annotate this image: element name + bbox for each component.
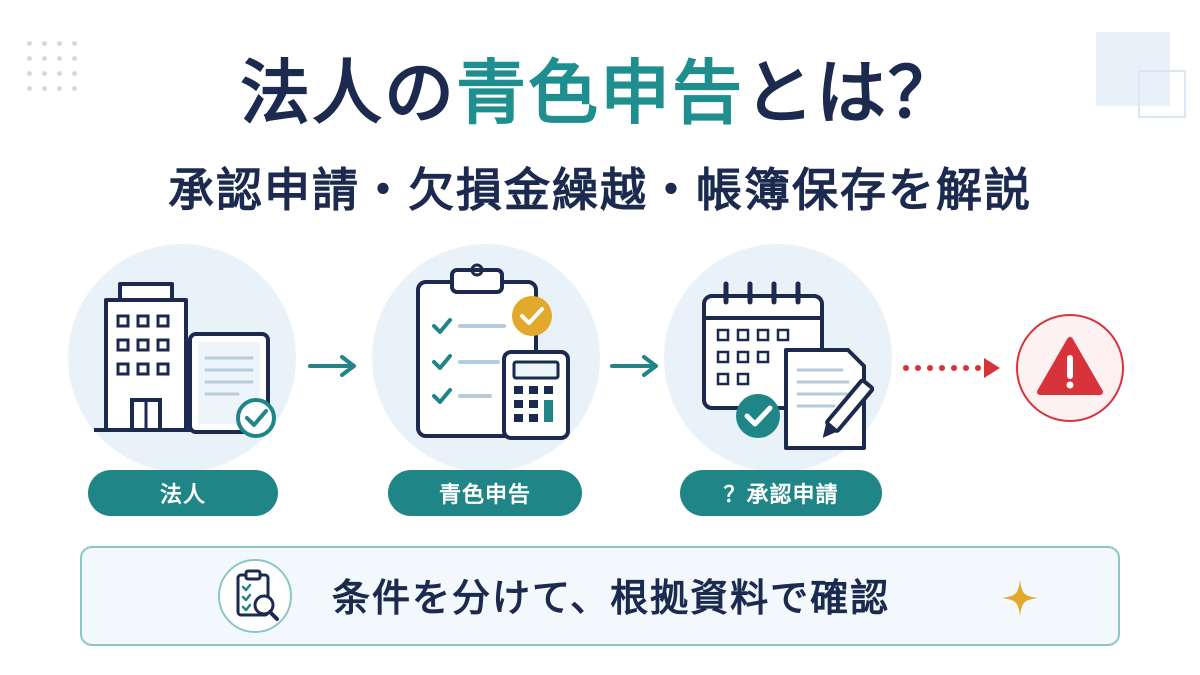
arrow-right-icon xyxy=(308,355,356,377)
title-prefix: 法人の xyxy=(240,52,456,134)
summary-text: 条件を分けて、根拠資料で確認 xyxy=(332,576,891,620)
decorative-dots xyxy=(22,36,84,98)
step-1-label: 法人 xyxy=(88,470,278,516)
warning-icon xyxy=(1037,337,1103,395)
page-subtitle: 承認申請・欠損金繰越・帳簿保存を解説 xyxy=(168,163,1032,217)
page-title: 法人の青色申告とは？ xyxy=(0,50,1200,136)
dotted-arrow-icon xyxy=(903,358,1000,378)
title-suffix: とは？ xyxy=(744,52,960,134)
clipboard-search-icon xyxy=(236,569,279,621)
title-accent: 青色申告 xyxy=(456,52,744,134)
step-3-label: ？承認申請 xyxy=(680,470,882,516)
building-document-icon xyxy=(94,282,276,438)
calendar-document-icon xyxy=(702,281,875,450)
arrow-right-icon xyxy=(610,355,658,377)
sparkle-icon xyxy=(1002,580,1038,616)
decorative-square-outline xyxy=(1138,70,1186,118)
step-2-label: 青色申告 xyxy=(388,470,582,516)
decorative-square xyxy=(1096,32,1170,106)
clipboard-calculator-icon xyxy=(416,263,570,440)
